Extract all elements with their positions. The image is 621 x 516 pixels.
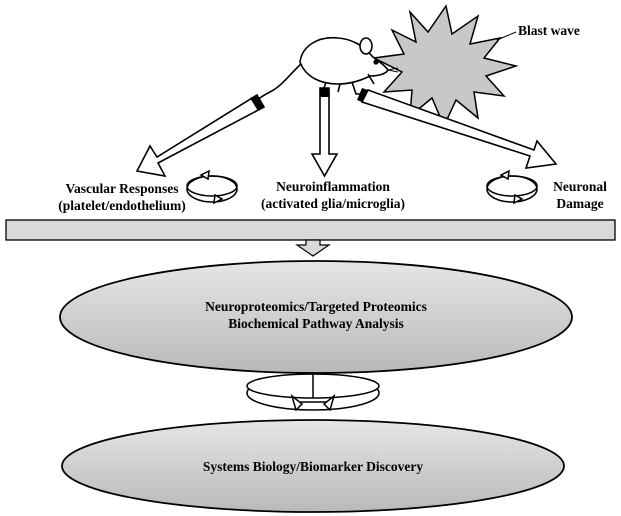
neuroinflammation-label: Neuroinflammation (activated glia/microg… (244, 178, 422, 212)
discovery-label: Systems Biology/Biomarker Discovery (202, 459, 424, 474)
arrow-to-vascular (135, 93, 266, 178)
arrow-to-neuroinflammation (310, 87, 339, 178)
neuronal-damage-line1: Neuronal (553, 179, 607, 194)
analysis-label: Neuroproteomics/Targeted Proteomics Bioc… (126, 298, 506, 332)
arrow-to-neuronal (357, 88, 558, 169)
analysis-line2: Biochemical Pathway Analysis (228, 316, 404, 331)
neuronal-damage-line2: Damage (556, 196, 604, 211)
arrow-down-to-analysis (295, 239, 331, 257)
discovery-ellipse (61, 419, 565, 513)
vascular-response-line1: Vascular Responses (65, 181, 179, 196)
blast-label-leader (496, 31, 517, 41)
analysis-line1: Neuroproteomics/Targeted Proteomics (205, 299, 427, 314)
vascular-response-label: Vascular Responses (platelet/endothelium… (38, 180, 206, 214)
analysis-ellipse (59, 260, 573, 374)
neuroinflammation-line2: (activated glia/microglia) (260, 196, 406, 211)
vascular-response-line2: (platelet/endothelium) (58, 198, 186, 213)
neuroinflammation-line1: Neuroinflammation (276, 179, 390, 194)
blast-wave-label: Blast wave (518, 23, 580, 38)
cycle-left-icon (186, 169, 238, 205)
cycle-right-icon (486, 169, 538, 205)
integration-bar (5, 219, 616, 241)
iteration-loop-icon (246, 373, 380, 412)
neuronal-damage-label: Neuronal Damage (544, 178, 616, 212)
